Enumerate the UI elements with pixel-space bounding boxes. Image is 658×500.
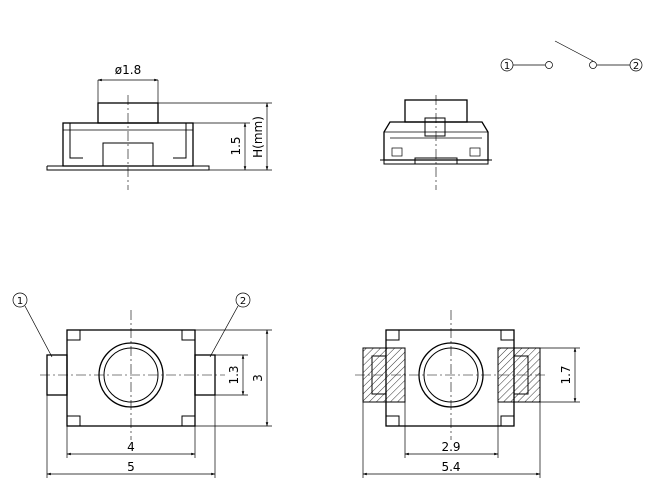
total-height-label: H(mm) bbox=[251, 116, 265, 158]
footprint-inner-width-label: 2.9 bbox=[441, 440, 460, 454]
switch-lever bbox=[554, 40, 594, 62]
side-view: ø1.8 1.5 H(mm) bbox=[46, 63, 272, 190]
switch-schematic: 1 2 bbox=[500, 40, 643, 72]
inner-width-label: 4 bbox=[127, 440, 135, 454]
terminal-height-label: 1.3 bbox=[227, 365, 241, 384]
terminal-2-circle bbox=[629, 58, 643, 72]
outer-width-label: 5 bbox=[127, 460, 135, 474]
pin-1-callout: 1 bbox=[17, 296, 23, 307]
height-label: 1.5 bbox=[229, 136, 243, 155]
footprint-view: 2.9 5.4 1.7 bbox=[355, 310, 580, 478]
pad-height-label: 1.7 bbox=[559, 365, 573, 384]
diameter-label: ø1.8 bbox=[115, 63, 141, 77]
terminal-2-label: 2 bbox=[633, 61, 639, 72]
terminal-1-label: 1 bbox=[504, 61, 510, 72]
footprint-outer-width-label: 5.4 bbox=[441, 460, 460, 474]
pin-2-callout: 2 bbox=[240, 296, 246, 307]
front-view bbox=[380, 95, 492, 190]
body-height-label: 3 bbox=[251, 374, 265, 382]
top-view: 1 2 4 5 1.3 3 bbox=[12, 292, 272, 478]
